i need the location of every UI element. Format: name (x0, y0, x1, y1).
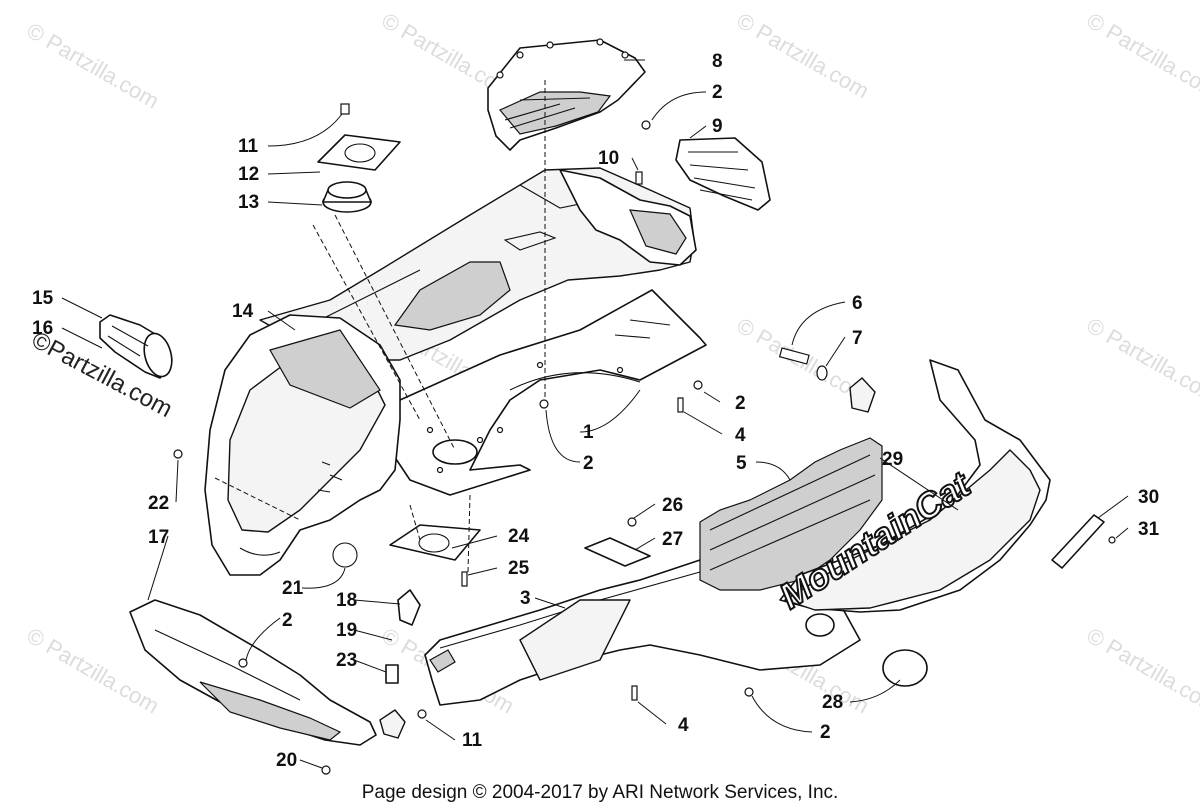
callout-3: 3 (520, 588, 531, 609)
part-9-vent-grille (675, 137, 771, 211)
callout-2: 2 (735, 393, 746, 414)
part-12-plate (317, 134, 401, 171)
callout-12: 12 (238, 164, 259, 185)
part-5-mesh (699, 437, 883, 591)
part-6-bolt (778, 347, 810, 365)
part-17-bumper (129, 599, 377, 746)
callout-9: 9 (712, 116, 723, 137)
part-21-clamp (332, 542, 358, 568)
callout-4: 4 (735, 425, 746, 446)
part-24-lower-plate (389, 524, 481, 561)
callout-23: 23 (336, 650, 357, 671)
callout-22: 22 (148, 493, 169, 514)
callout-29: 29 (882, 449, 903, 470)
part-30-reflector (1051, 514, 1105, 569)
callout-18: 18 (336, 590, 357, 611)
callout-24: 24 (508, 526, 530, 547)
part-18-bracket (397, 589, 421, 626)
callout-7: 7 (852, 328, 863, 349)
part-13-grommet (322, 181, 372, 213)
callout-2: 2 (282, 610, 293, 631)
callout-4: 4 (678, 715, 689, 736)
callout-30: 30 (1138, 487, 1159, 508)
callout-25: 25 (508, 558, 530, 579)
watermark: © Partzilla.com (733, 8, 874, 104)
callout-8: 8 (712, 51, 723, 72)
callout-16: 16 (32, 318, 53, 339)
part-15-boot (99, 314, 173, 379)
callout-27: 27 (662, 529, 683, 550)
callout-31: 31 (1138, 519, 1160, 540)
callout-2: 2 (712, 82, 723, 103)
fasteners (173, 120, 1116, 775)
part-23-clip (385, 664, 399, 684)
part-1-hood (259, 167, 697, 361)
watermark: © Partzilla.com (1083, 313, 1200, 409)
callout-1: 1 (583, 422, 594, 443)
callout-21: 21 (282, 578, 304, 599)
part-8-dash-cover (487, 38, 646, 151)
callout-5: 5 (736, 453, 747, 474)
callout-17: 17 (148, 527, 169, 548)
alignment-lines (214, 80, 546, 573)
watermark: © Partzilla.com (1083, 623, 1200, 719)
callout-28: 28 (822, 692, 843, 713)
part-1-belly-pan (389, 289, 707, 496)
callout-19: 19 (336, 620, 357, 641)
callout-2: 2 (583, 453, 594, 474)
part-27-bracket (584, 537, 651, 567)
callout-13: 13 (238, 192, 259, 213)
callout-6: 6 (852, 293, 863, 314)
callout-2: 2 (820, 722, 831, 743)
callout-20: 20 (276, 750, 297, 771)
callout-11: 11 (462, 730, 483, 751)
callout-15: 15 (32, 288, 54, 309)
watermark: © Partzilla.com (1083, 8, 1200, 104)
callout-11: 11 (238, 136, 259, 157)
part-11-screw-top (340, 103, 350, 115)
callout-10: 10 (598, 148, 619, 169)
part-14-side-panel (204, 314, 401, 576)
callout-14: 14 (232, 301, 254, 322)
leader-lines (61, 59, 1129, 769)
part-28-cap (805, 613, 928, 687)
callout-26: 26 (662, 495, 683, 516)
callout-labels: 8 2 9 10 11 12 13 14 15 16 6 7 2 1 4 2 5… (32, 51, 1160, 771)
watermark: © Partzilla.com (23, 18, 164, 114)
footer-credit: Page design © 2004-2017 by ARI Network S… (361, 782, 839, 803)
part-7-washer (816, 365, 876, 413)
